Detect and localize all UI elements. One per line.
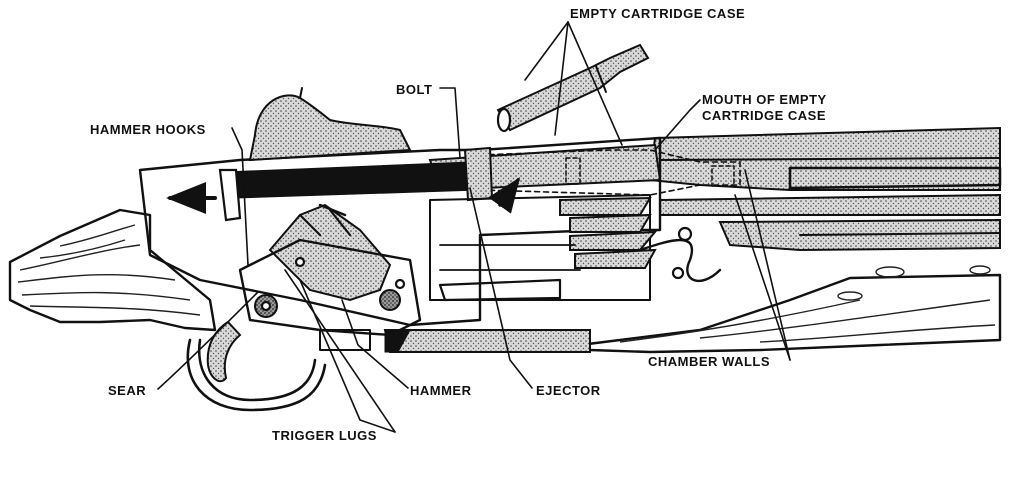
- label-mouth-line2: CARTRIDGE CASE: [702, 108, 826, 123]
- label-bolt: BOLT: [396, 82, 432, 97]
- label-ejector: EJECTOR: [536, 383, 601, 398]
- barrel: [648, 126, 1002, 252]
- hammer: [268, 177, 521, 302]
- label-trigger-lugs: TRIGGER LUGS: [272, 428, 377, 443]
- label-empty-cartridge-case: EMPTY CARTRIDGE CASE: [570, 6, 745, 21]
- rear-stock: [8, 208, 217, 332]
- label-hammer: HAMMER: [410, 383, 472, 398]
- label-chamber-walls: CHAMBER WALLS: [648, 354, 770, 369]
- leader-lines: [157, 21, 791, 433]
- bolt: [166, 146, 494, 222]
- label-sear: SEAR: [108, 383, 146, 398]
- empty-cartridge-case: [496, 43, 650, 133]
- magazine: [429, 194, 722, 302]
- label-mouth-line1: MOUTH OF EMPTY: [702, 92, 827, 107]
- fore-stock: [578, 265, 1002, 354]
- trigger-group: [186, 238, 591, 412]
- label-hammer-hooks: HAMMER HOOKS: [90, 122, 206, 137]
